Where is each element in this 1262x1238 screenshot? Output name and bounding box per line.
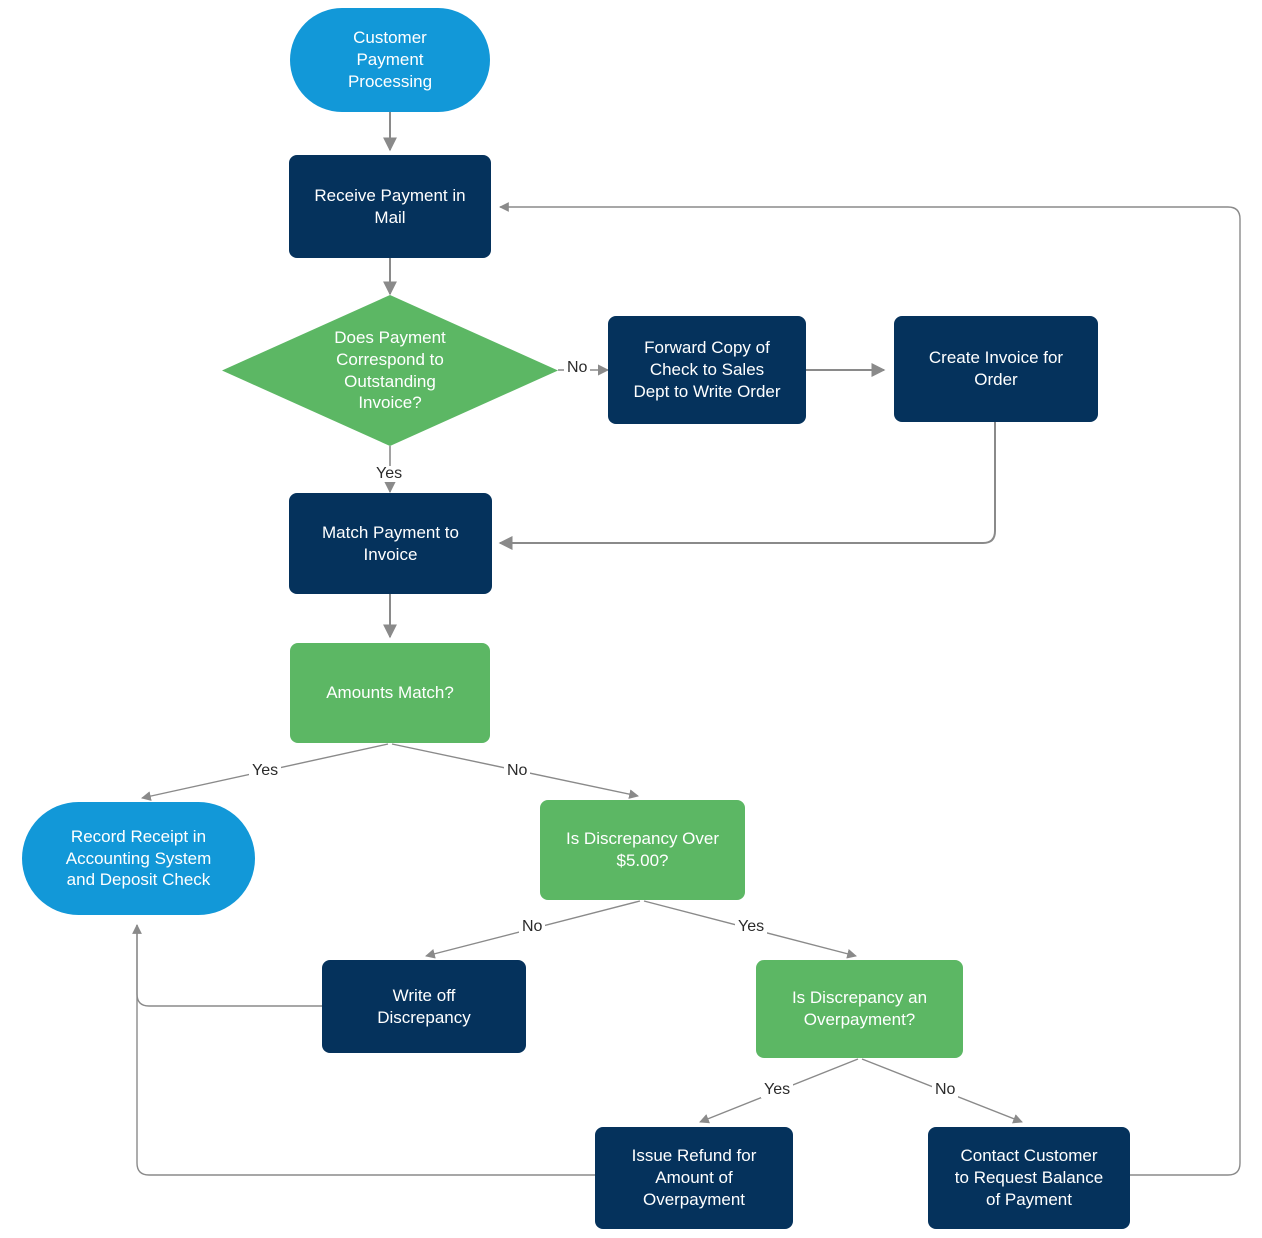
edge-writeoff-to-record (132, 924, 322, 1007)
node-label: Does Payment Correspond to Outstanding I… (334, 328, 446, 413)
node-label: Is Discrepancy Over $5.00? (565, 829, 720, 870)
node-is-discrepancy-over-5-dollars[interactable]: Is Discrepancy Over $5.00? (540, 800, 745, 900)
edge-label-corresponds-yes: Yes (373, 466, 406, 482)
node-label: Contact Customer to Request Balance of P… (954, 1146, 1104, 1209)
node-is-discrepancy-an-overpayment[interactable]: Is Discrepancy an Overpayment? (756, 960, 963, 1058)
node-label: Create Invoice for Order (928, 348, 1064, 389)
node-issue-refund-for-overpayment[interactable]: Issue Refund for Amount of Overpayment (595, 1127, 793, 1229)
edge-label-amounts-yes: Yes (249, 763, 282, 779)
node-label: Record Receipt in Accounting System and … (65, 826, 212, 890)
diamond-shape (222, 295, 558, 446)
node-match-payment-to-invoice[interactable]: Match Payment to Invoice (289, 493, 492, 594)
node-label: Is Discrepancy an Overpayment? (791, 988, 928, 1029)
edge-label-discrepancy-no: No (519, 919, 546, 935)
edge-createinvoice-to-match (498, 422, 996, 550)
node-contact-customer-request-balance[interactable]: Contact Customer to Request Balance of P… (928, 1127, 1130, 1229)
node-label: Receive Payment in Mail (314, 185, 466, 227)
node-create-invoice-for-order[interactable]: Create Invoice for Order (894, 316, 1098, 422)
node-customer-payment-processing[interactable]: Customer Payment Processing (290, 8, 490, 112)
edge-label-corresponds-no: No (564, 360, 591, 376)
node-label: Match Payment to Invoice (321, 522, 459, 564)
node-label: Forward Copy of Check to Sales Dept to W… (633, 338, 781, 401)
node-write-off-discrepancy[interactable]: Write off Discrepancy (322, 960, 526, 1053)
node-label: Customer Payment Processing (347, 28, 433, 91)
node-label: Amounts Match? (326, 683, 454, 703)
node-label: Write off Discrepancy (377, 985, 471, 1027)
node-label: Issue Refund for Amount of Overpayment (631, 1146, 757, 1209)
edge-label-discrepancy-yes: Yes (735, 919, 768, 935)
edge-label-overpayment-yes: Yes (761, 1082, 794, 1098)
node-forward-copy-of-check[interactable]: Forward Copy of Check to Sales Dept to W… (608, 316, 806, 424)
node-receive-payment-in-mail[interactable]: Receive Payment in Mail (289, 155, 491, 258)
edge-label-overpayment-no: No (932, 1082, 959, 1098)
node-amounts-match[interactable]: Amounts Match? (290, 643, 490, 743)
node-does-payment-correspond-to-outstanding-invoice[interactable]: Does Payment Correspond to Outstanding I… (222, 295, 558, 446)
node-record-receipt-in-accounting-system[interactable]: Record Receipt in Accounting System and … (22, 802, 255, 915)
edge-label-amounts-no: No (504, 763, 531, 779)
